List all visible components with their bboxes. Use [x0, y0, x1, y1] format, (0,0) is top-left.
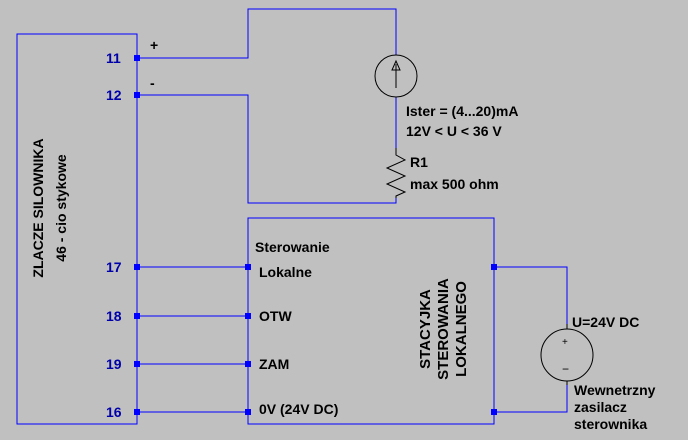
input-close: ZAM [259, 356, 290, 372]
supply-plus: + [562, 337, 568, 348]
voltage-range-label: 12V < U < 36 V [406, 123, 502, 139]
resistor-name: R1 [410, 154, 428, 170]
polarity-minus: - [150, 75, 155, 91]
connector-title-line1: ZLACZE SILOWNIKA [30, 138, 46, 278]
current-label: Ister = (4...20)mA [406, 103, 519, 119]
wire-pin11-source [137, 8, 397, 59]
wire-station-supply-minus [494, 385, 568, 413]
voltage-source-icon [540, 324, 594, 385]
connector-title-line2: 46 - cio stykowe [52, 154, 69, 262]
supply-label-line1: Wewnetrzny [574, 382, 656, 398]
polarity-plus: + [150, 37, 159, 53]
pin-17-label: 17 [106, 259, 122, 275]
input-local-line2: Lokalne [259, 264, 312, 280]
pin-markers [134, 55, 497, 415]
station-title-line2: STEROWANIA [435, 278, 452, 380]
station-title-line1: STACYJKA [417, 289, 434, 369]
station-title-line3: LOKALNEGO [453, 281, 470, 377]
pin-18-label: 18 [106, 308, 122, 324]
pin-12-label: 12 [106, 87, 122, 103]
supply-minus: − [562, 362, 570, 376]
pin-16-label: 16 [106, 404, 122, 420]
local-station-box [247, 217, 495, 425]
input-local-line1: Sterowanie [255, 239, 330, 255]
supply-voltage: U=24V DC [572, 314, 640, 330]
connector-title: ZLACZE SILOWNIKA 46 - cio stykowe [30, 108, 70, 308]
supply-label-line2: zasilacz [574, 399, 627, 415]
resistor-icon [385, 148, 407, 198]
station-title: STACYJKA STEROWANIA LOKALNEGO [417, 249, 483, 409]
input-open: OTW [259, 308, 292, 324]
current-source-icon [374, 54, 418, 98]
connector-box [16, 33, 138, 425]
wire-resistor-pin12 [137, 94, 397, 204]
input-ground: 0V (24V DC) [259, 401, 339, 417]
resistor-value: max 500 ohm [410, 176, 499, 192]
pin-11-label: 11 [106, 50, 121, 66]
wire-station-supply-plus [494, 266, 568, 324]
supply-label-line3: sterownika [574, 416, 648, 432]
pin-19-label: 19 [106, 356, 122, 372]
